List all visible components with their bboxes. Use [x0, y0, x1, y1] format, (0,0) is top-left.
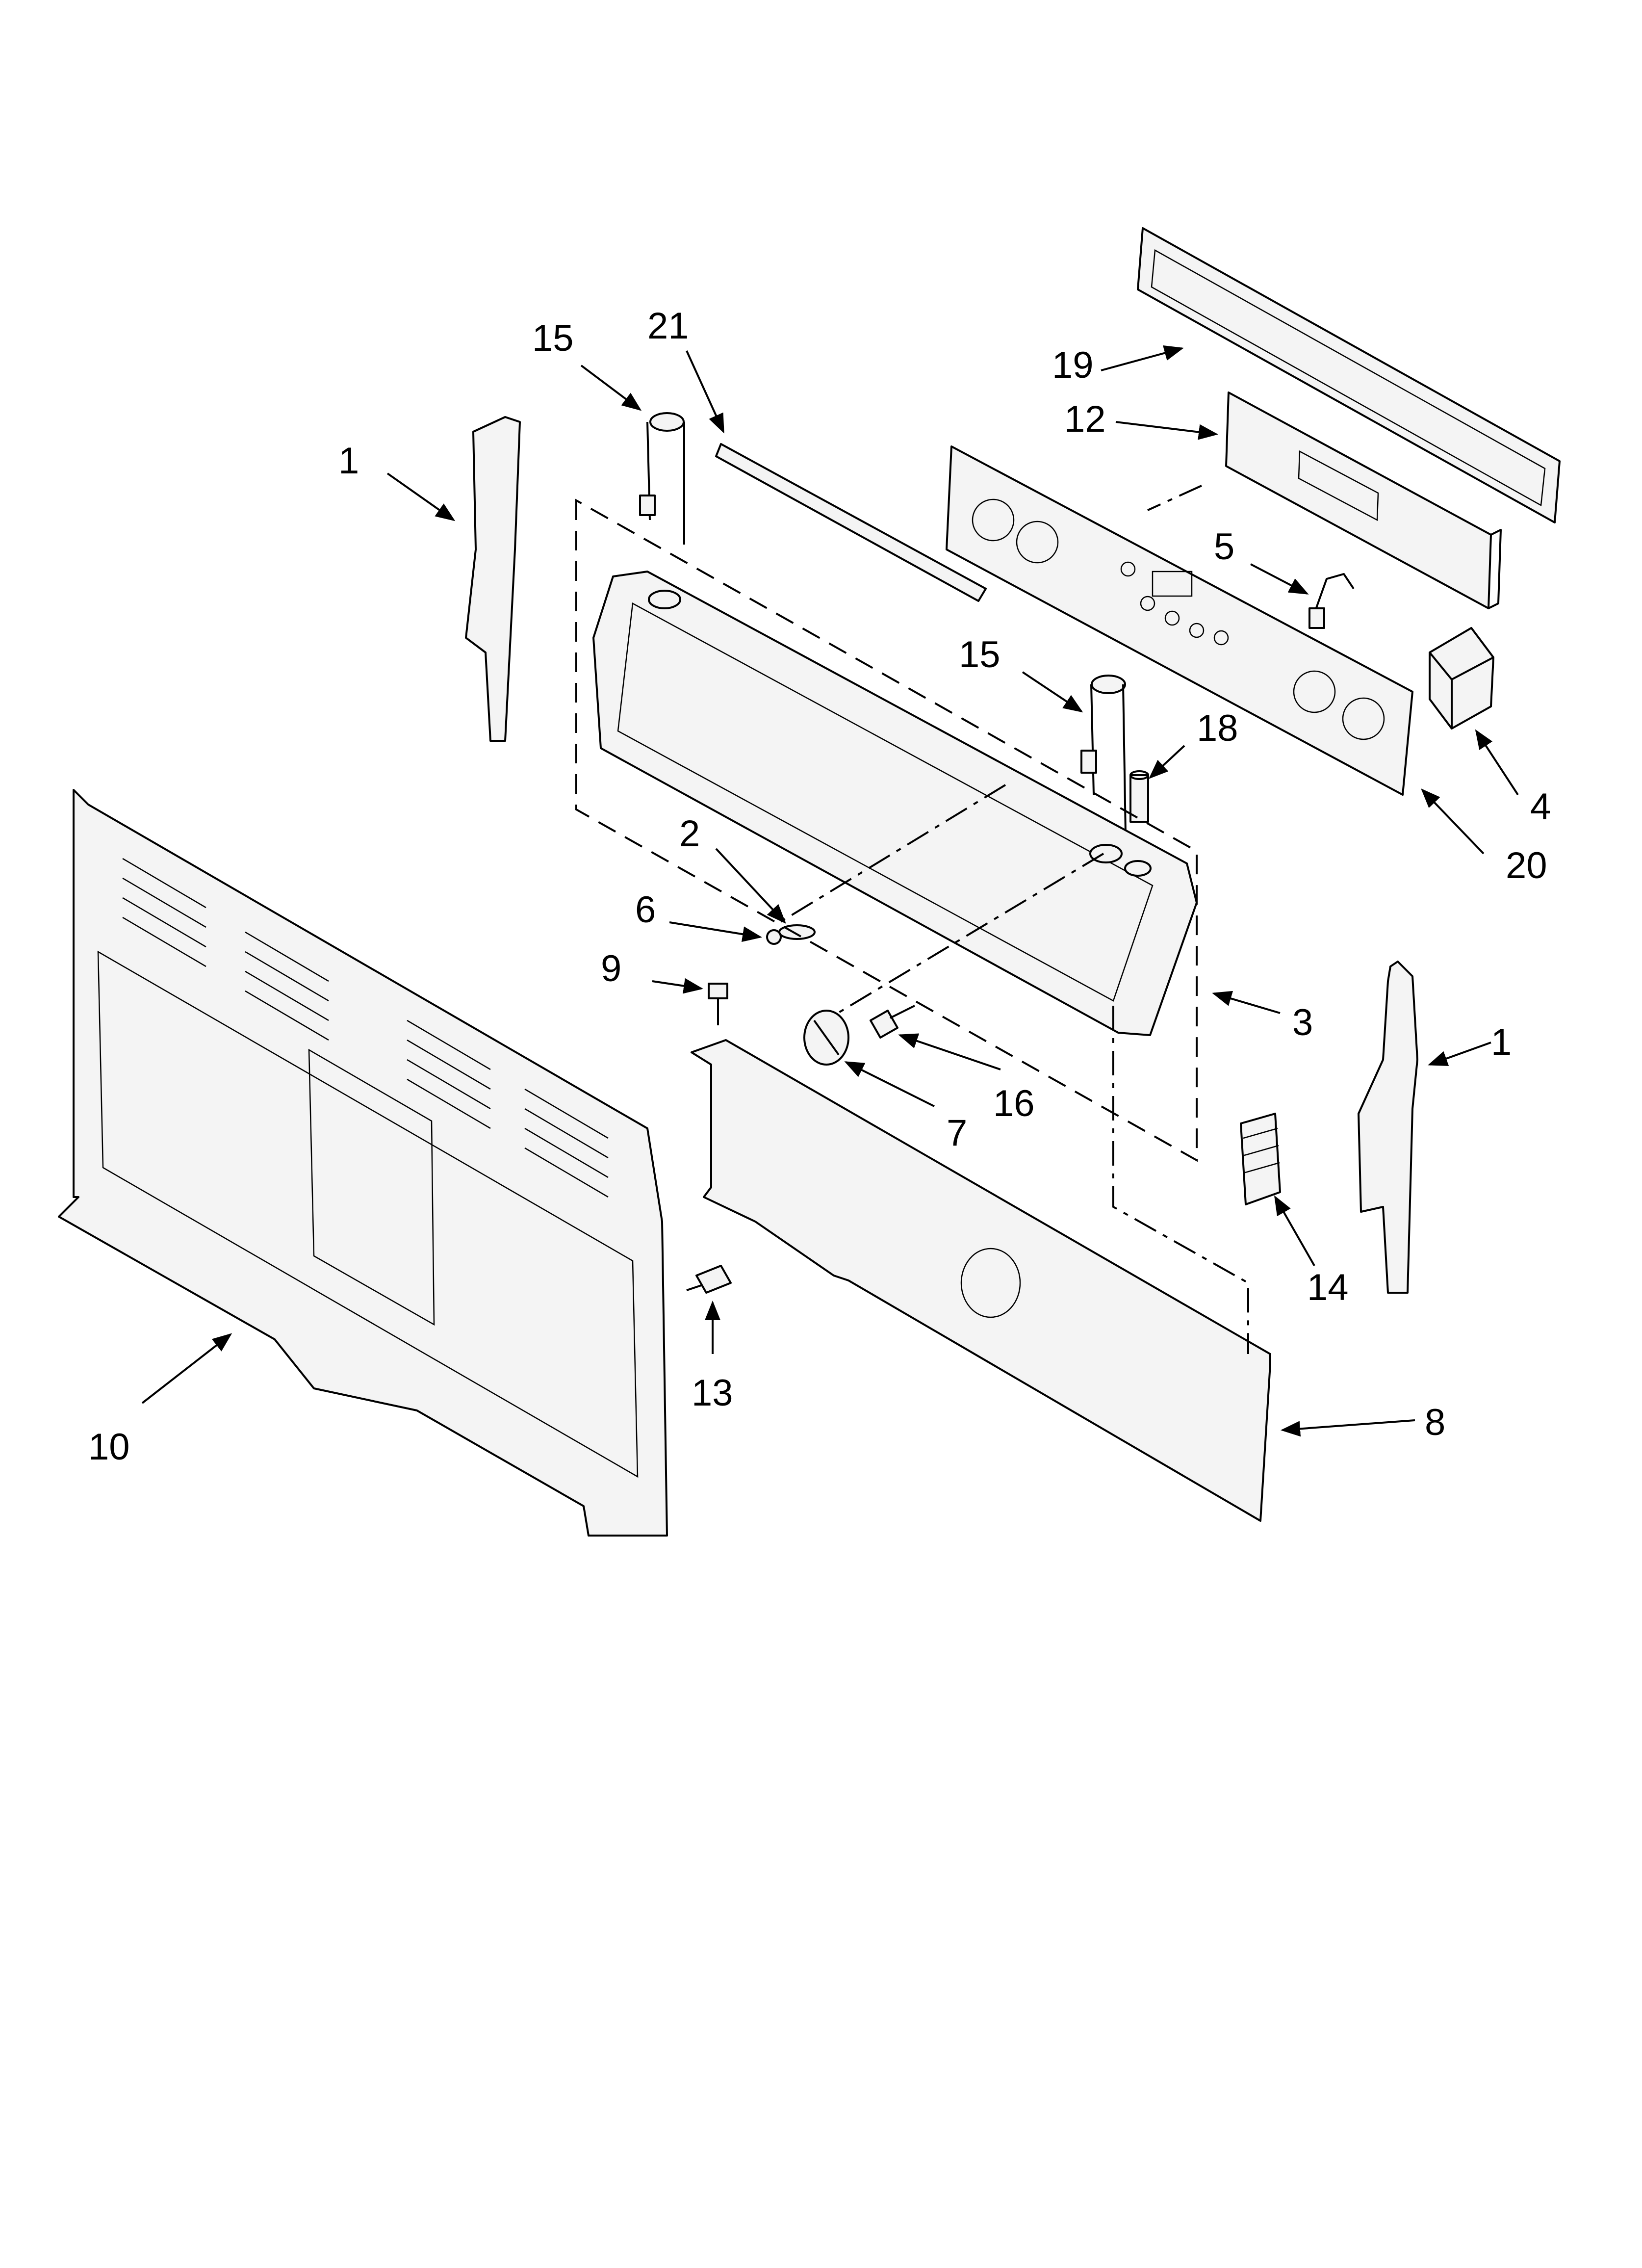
callout-7: 7 [947, 1112, 967, 1154]
callout-5: 5 [1214, 526, 1234, 568]
part-16-screw [870, 1005, 915, 1039]
part-7-knob [803, 1010, 849, 1066]
part-14-clip [1240, 1113, 1281, 1205]
callout-1-right: 1 [1491, 1021, 1512, 1063]
part-12-control-board [1225, 391, 1502, 609]
callout-15-left: 15 [532, 317, 574, 359]
callout-2: 2 [679, 813, 700, 855]
callout-12: 12 [1064, 398, 1106, 440]
callout-labels: 15 21 19 12 1 5 15 18 4 20 2 6 9 3 1 7 1… [88, 305, 1551, 1468]
part-19-rear-panel-frame [1137, 227, 1561, 523]
part-20-control-panel [946, 445, 1413, 796]
callout-21: 21 [647, 305, 689, 347]
part-21-trim-strip [715, 443, 987, 602]
part-6-screw [766, 929, 782, 945]
part-8-lower-trim [691, 1039, 1271, 1522]
part-15-bracket-left [639, 412, 685, 545]
callout-18: 18 [1197, 707, 1238, 749]
callout-14: 14 [1307, 1267, 1349, 1308]
part-9-screw [708, 983, 728, 1025]
callout-20: 20 [1506, 845, 1547, 886]
callout-3: 3 [1292, 1002, 1313, 1043]
part-18-lamp-socket [1129, 770, 1149, 823]
callout-6: 6 [635, 889, 656, 931]
callout-leaders [141, 345, 1519, 1437]
part-1-side-bracket-right [1358, 961, 1418, 1294]
callout-13: 13 [692, 1372, 733, 1414]
rear-panel-vents [122, 858, 609, 1198]
callout-15-right: 15 [959, 634, 1001, 676]
assembly-lines [575, 485, 1249, 1354]
part-3-console-frame [592, 571, 1198, 1036]
callout-1-left: 1 [338, 440, 359, 482]
callout-9: 9 [601, 948, 621, 990]
part-10-rear-panel [58, 789, 668, 1537]
callout-10: 10 [88, 1426, 130, 1468]
part-1-side-bracket-left [465, 416, 521, 742]
callout-16: 16 [993, 1083, 1035, 1124]
part-4-switch [1429, 627, 1494, 730]
part-15-bracket-right [1080, 675, 1127, 834]
part-5-wire-harness [1308, 573, 1355, 629]
callout-4: 4 [1530, 786, 1551, 828]
callout-19: 19 [1052, 344, 1094, 386]
callout-8: 8 [1425, 1402, 1445, 1443]
part-13-screw [686, 1265, 732, 1294]
